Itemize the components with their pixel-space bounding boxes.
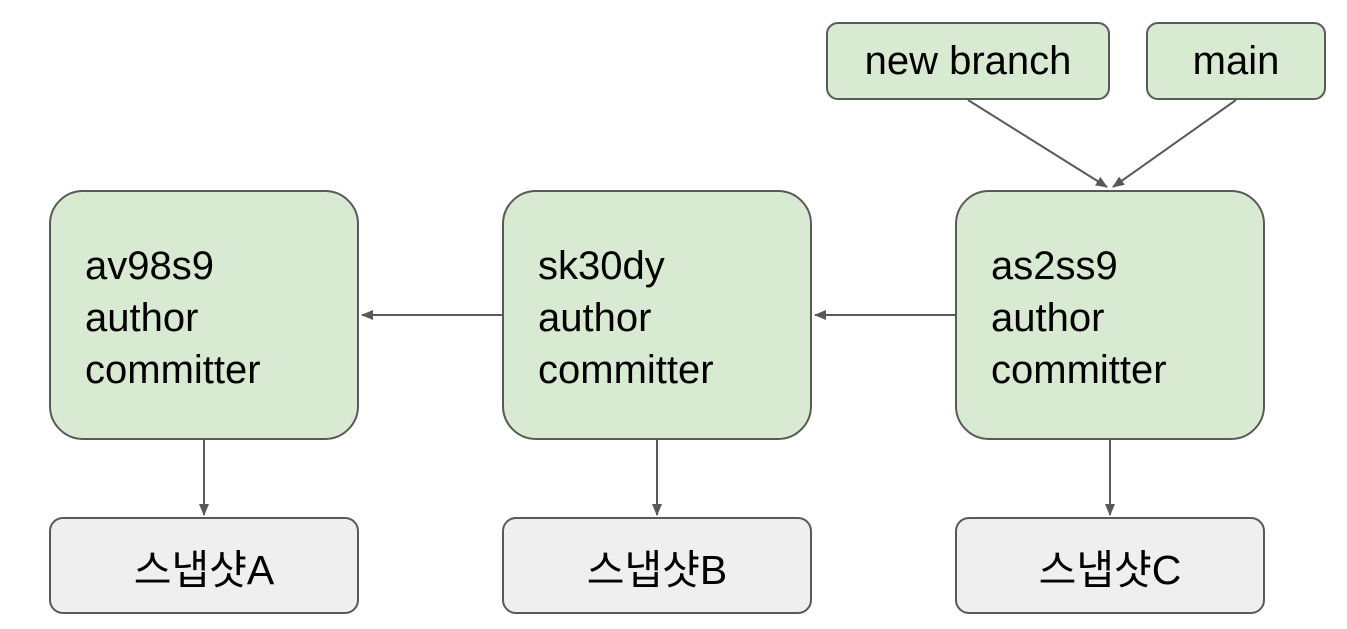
snapshot-label: 스냅샷C [1038, 546, 1182, 593]
snapshot-label: 스냅샷A [133, 546, 275, 593]
commit-committer: committer [991, 348, 1167, 392]
snapshot-a: 스냅샷A [49, 517, 359, 614]
arrow-new-branch-to-commit-c [967, 99, 1108, 188]
ref-main: main [1146, 22, 1326, 100]
commit-node-a: av98s9 author committer [49, 190, 359, 440]
snapshot-label: 스냅샷B [586, 546, 728, 593]
commit-author: author [85, 296, 199, 340]
ref-label: new branch [864, 38, 1072, 83]
snapshot-b: 스냅샷B [502, 517, 812, 614]
commit-author: author [538, 296, 652, 340]
commit-committer: committer [538, 348, 714, 392]
commit-node-b: sk30dy author committer [502, 190, 812, 440]
snapshot-c: 스냅샷C [955, 517, 1265, 614]
ref-new-branch: new branch [826, 22, 1110, 100]
commit-committer: committer [85, 348, 261, 392]
commit-node-c: as2ss9 author committer [955, 190, 1265, 440]
commit-hash: av98s9 [85, 244, 214, 288]
ref-label: main [1192, 38, 1280, 83]
commit-hash: sk30dy [538, 244, 665, 288]
commit-author: author [991, 296, 1105, 340]
arrow-main-to-commit-c [1112, 99, 1237, 188]
commit-hash: as2ss9 [991, 244, 1118, 288]
